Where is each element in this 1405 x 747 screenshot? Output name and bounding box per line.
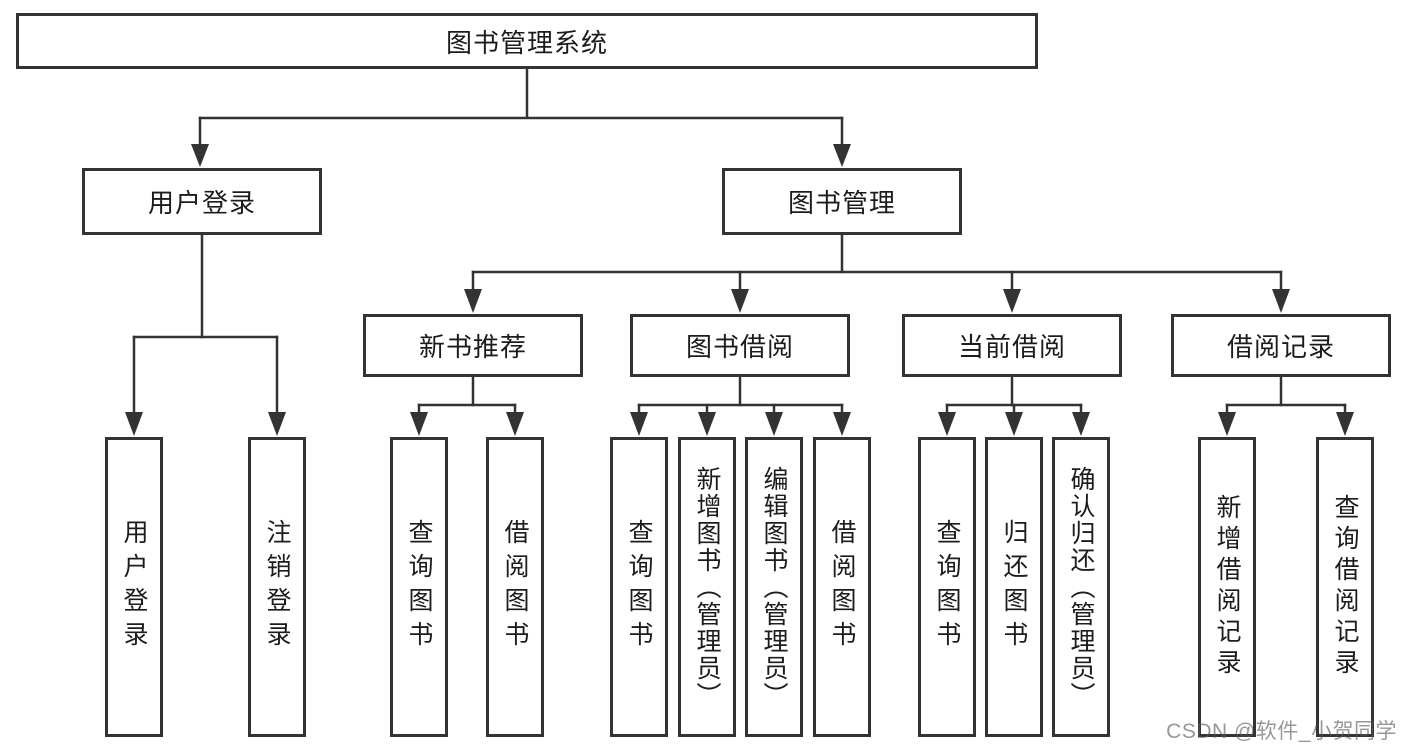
node-label: 新增借阅记录 (1213, 494, 1241, 680)
node-label: 图书管理 (787, 188, 896, 218)
node-label: 图书管理系统 (445, 27, 608, 58)
leaf-borrow-books-borrowing: 借阅图书 (813, 437, 871, 737)
node-new-book-recommendation: 新书推荐 (363, 314, 583, 377)
node-current-borrowing: 当前借阅 (902, 314, 1122, 377)
node-borrowing-records: 借阅记录 (1171, 314, 1391, 377)
node-label: 新增图书（管理员） (693, 465, 721, 709)
node-label: 查询图书 (933, 519, 961, 655)
node-label: 注销登录 (263, 519, 291, 655)
node-label: 用户登录 (120, 519, 148, 655)
node-user-login: 用户登录 (82, 168, 322, 235)
leaf-logout: 注销登录 (248, 437, 306, 737)
leaf-borrow-books-recommend: 借阅图书 (486, 437, 544, 737)
arrowhead-icons (125, 144, 1354, 436)
node-label: 借阅记录 (1226, 332, 1335, 362)
node-label: 查询图书 (625, 519, 653, 655)
leaf-add-borrow-record: 新增借阅记录 (1198, 437, 1256, 737)
node-label: 借阅图书 (828, 519, 856, 655)
leaf-query-books-borrowing: 查询图书 (610, 437, 668, 737)
node-label: 查询图书 (405, 519, 433, 655)
csdn-watermark: CSDN @软件_小贺同学 (1166, 720, 1397, 743)
node-label: 用户登录 (147, 188, 256, 218)
leaf-add-book-admin: 新增图书（管理员） (678, 437, 736, 737)
node-label: 当前借阅 (957, 332, 1066, 362)
node-label: 编辑图书（管理员） (760, 465, 788, 709)
leaf-query-books-recommend: 查询图书 (390, 437, 448, 737)
node-book-borrowing: 图书借阅 (630, 314, 850, 377)
node-book-management: 图书管理 (722, 168, 962, 235)
leaf-confirm-return-admin: 确认归还（管理员） (1052, 437, 1110, 737)
node-label: 图书借阅 (685, 332, 794, 362)
node-label: 查询借阅记录 (1331, 494, 1359, 680)
node-label: 归还图书 (1000, 519, 1028, 655)
leaf-query-borrow-record: 查询借阅记录 (1316, 437, 1374, 737)
leaf-user-login: 用户登录 (105, 437, 163, 737)
node-label: 新书推荐 (418, 332, 527, 362)
leaf-edit-book-admin: 编辑图书（管理员） (745, 437, 803, 737)
leaf-query-books-current: 查询图书 (918, 437, 976, 737)
node-label: 借阅图书 (501, 519, 529, 655)
leaf-return-book: 归还图书 (985, 437, 1043, 737)
node-library-management-system: 图书管理系统 (16, 13, 1038, 69)
node-label: 确认归还（管理员） (1067, 465, 1095, 709)
